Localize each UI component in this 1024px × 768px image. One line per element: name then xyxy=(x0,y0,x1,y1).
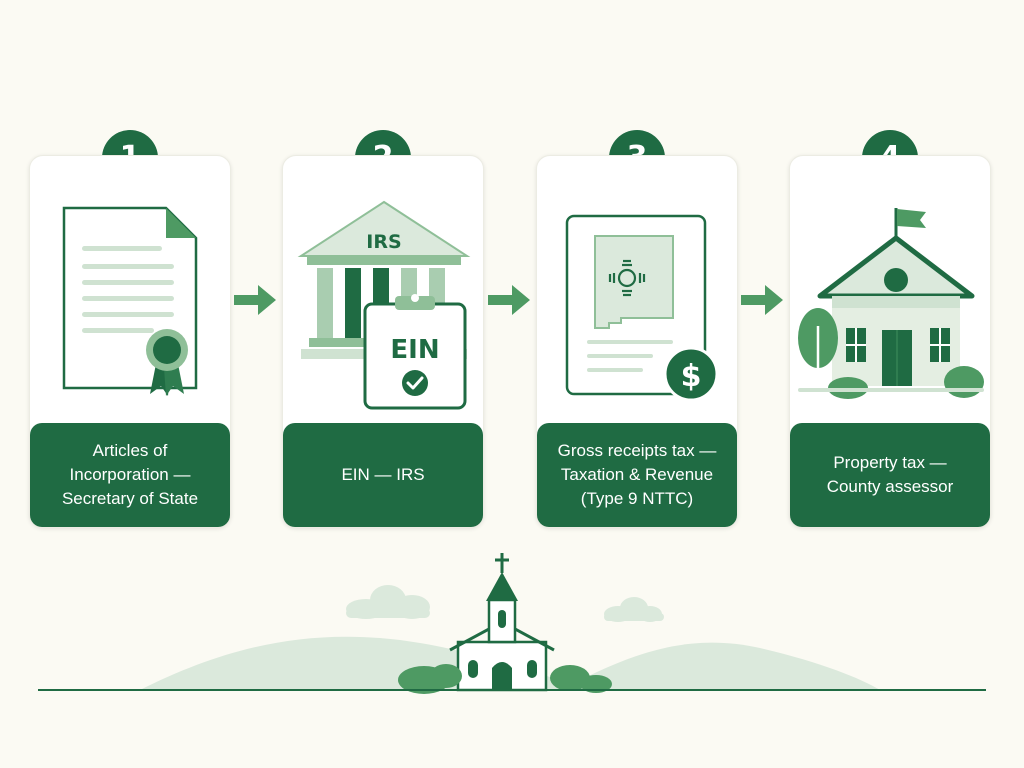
bank-icon: IRS EIN xyxy=(297,200,471,410)
coin-symbol: $ xyxy=(681,359,702,394)
cloud-icon xyxy=(346,585,430,619)
step-4-card: Property tax — County assessor xyxy=(789,155,991,528)
award-ribbon-icon xyxy=(146,329,188,396)
step-3-label: Gross receipts tax — Taxation & Revenue … xyxy=(537,423,737,527)
step-3-card: $ Gross receipts tax — Taxation & Revenu… xyxy=(536,155,738,528)
arrow-icon xyxy=(234,285,276,315)
church-icon xyxy=(449,553,555,692)
step-1-label: Articles of Incorporation — Secretary of… xyxy=(30,423,230,527)
arrow-icon xyxy=(488,285,530,315)
step-2-card: IRS EIN EIN — IRS xyxy=(282,155,484,528)
zia-sun-icon xyxy=(608,259,646,297)
step-4-label: Property tax — County assessor xyxy=(790,423,990,527)
house-icon xyxy=(798,208,984,399)
arrow-icon xyxy=(741,285,783,315)
landscape-scene xyxy=(38,553,986,694)
dollar-coin-icon: $ xyxy=(663,346,719,402)
step-1-card: Articles of Incorporation — Secretary of… xyxy=(29,155,231,528)
clipboard-text: EIN xyxy=(390,335,439,365)
tax-document-illustration: $ xyxy=(565,214,719,402)
clipboard-check-icon: EIN xyxy=(363,294,467,410)
cloud-icon xyxy=(604,597,664,622)
document-icon xyxy=(62,206,198,396)
tree-icon xyxy=(798,308,838,392)
step-2-label: EIN — IRS xyxy=(283,423,483,527)
bank-sign: IRS xyxy=(366,231,401,253)
